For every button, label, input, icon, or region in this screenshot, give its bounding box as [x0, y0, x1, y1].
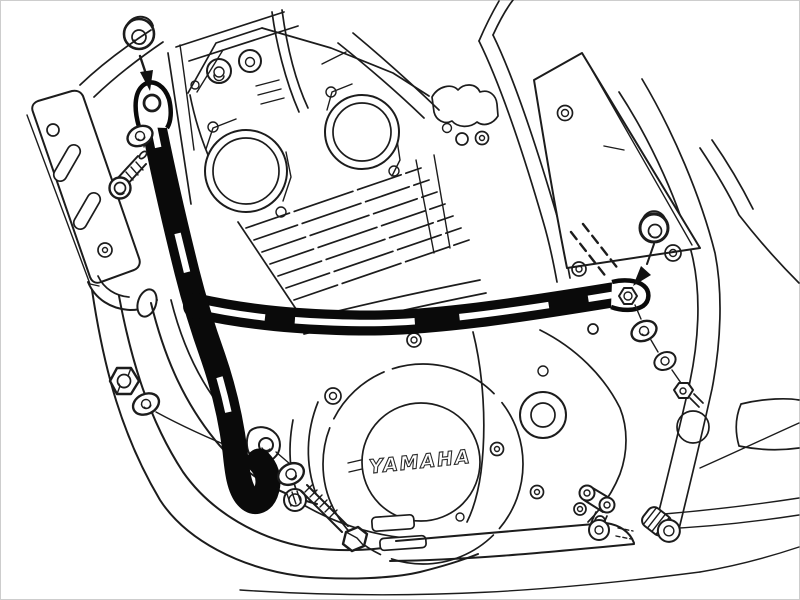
plate-slot	[52, 143, 82, 183]
engine-top-end	[187, 9, 499, 335]
frame-bolt	[673, 382, 704, 408]
flat-washer	[653, 351, 677, 371]
hidden-bolt-axis	[569, 222, 621, 280]
engine-guard-tube	[133, 80, 651, 515]
footpeg	[641, 506, 681, 543]
cam-end-cover	[431, 84, 499, 128]
rear-frame-and-controls	[578, 78, 800, 543]
flat-washer	[276, 461, 306, 487]
cooling-fins	[237, 154, 470, 313]
valve-cover-cap-nuts	[190, 49, 262, 90]
oil-pan-fin	[379, 534, 427, 552]
down-left-arrow-icon	[633, 243, 655, 286]
crankcase: YAMAHA	[245, 323, 635, 565]
lock-nut	[283, 488, 307, 512]
mid-left-fasteners	[108, 366, 161, 416]
clutch-cover	[361, 402, 481, 522]
rear-mount-bolt	[618, 287, 638, 305]
hex-nut	[108, 366, 141, 396]
plate-hole	[97, 242, 113, 258]
flat-washer	[630, 319, 658, 343]
dome-cap-nut	[638, 210, 670, 244]
engine-badge: YAMAHA	[368, 446, 473, 479]
exhaust-pipes	[91, 289, 800, 596]
shift-linkage	[578, 484, 634, 541]
lower-mount-fasteners	[276, 461, 369, 553]
alternator-cover	[519, 391, 567, 439]
clutch-cover-flange	[322, 363, 524, 565]
throttle-cables	[271, 11, 300, 113]
hex-bolt	[300, 484, 369, 553]
flat-washer	[126, 124, 154, 148]
flat-washer	[131, 392, 161, 416]
exhaust-collector	[389, 522, 635, 562]
bracket-plate	[31, 89, 141, 284]
top-mount-fasteners	[108, 15, 156, 200]
rear-mount-fasteners	[630, 210, 682, 384]
guard-top-mount-tab	[133, 80, 173, 130]
down-arrow-icon	[138, 54, 153, 91]
frame-hole	[676, 410, 710, 444]
oil-pan-fin	[370, 513, 416, 533]
frame-background-lines	[79, 0, 571, 451]
dome-cap-nut	[122, 15, 156, 51]
carb-intake-flanges	[204, 83, 401, 218]
plate-slot	[72, 191, 102, 231]
exhaust-flange	[136, 288, 158, 318]
plate-hole	[46, 123, 60, 137]
allen-bolt	[108, 150, 148, 200]
